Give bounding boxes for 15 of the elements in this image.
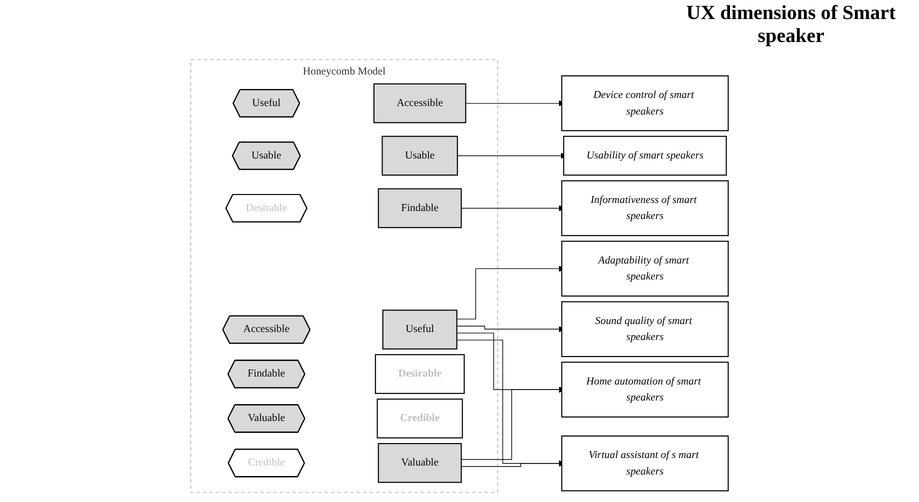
node-box: Desirable bbox=[374, 354, 465, 394]
node-box: Sound quality of smart speakers bbox=[561, 301, 729, 358]
node-box: Home automation of smart speakers bbox=[561, 362, 729, 418]
node-box: Credible bbox=[376, 398, 463, 438]
node-box: Useful bbox=[382, 310, 458, 350]
node-box: Findable bbox=[378, 188, 462, 228]
column-heading: UX dimensions of Smart speaker bbox=[685, 2, 897, 48]
node-box: Virtual assistant of s mart speakers bbox=[561, 435, 729, 492]
node-box: Informativeness of smart speakers bbox=[561, 180, 729, 236]
node-box: Usable bbox=[382, 136, 458, 176]
node-box: Usability of smart speakers bbox=[563, 136, 727, 176]
node-box: Device control of smart speakers bbox=[561, 75, 729, 132]
node-box: Accessible bbox=[373, 83, 466, 124]
node-box: Adaptability of smart speakers bbox=[561, 240, 729, 297]
node-box: Valuable bbox=[378, 443, 462, 483]
